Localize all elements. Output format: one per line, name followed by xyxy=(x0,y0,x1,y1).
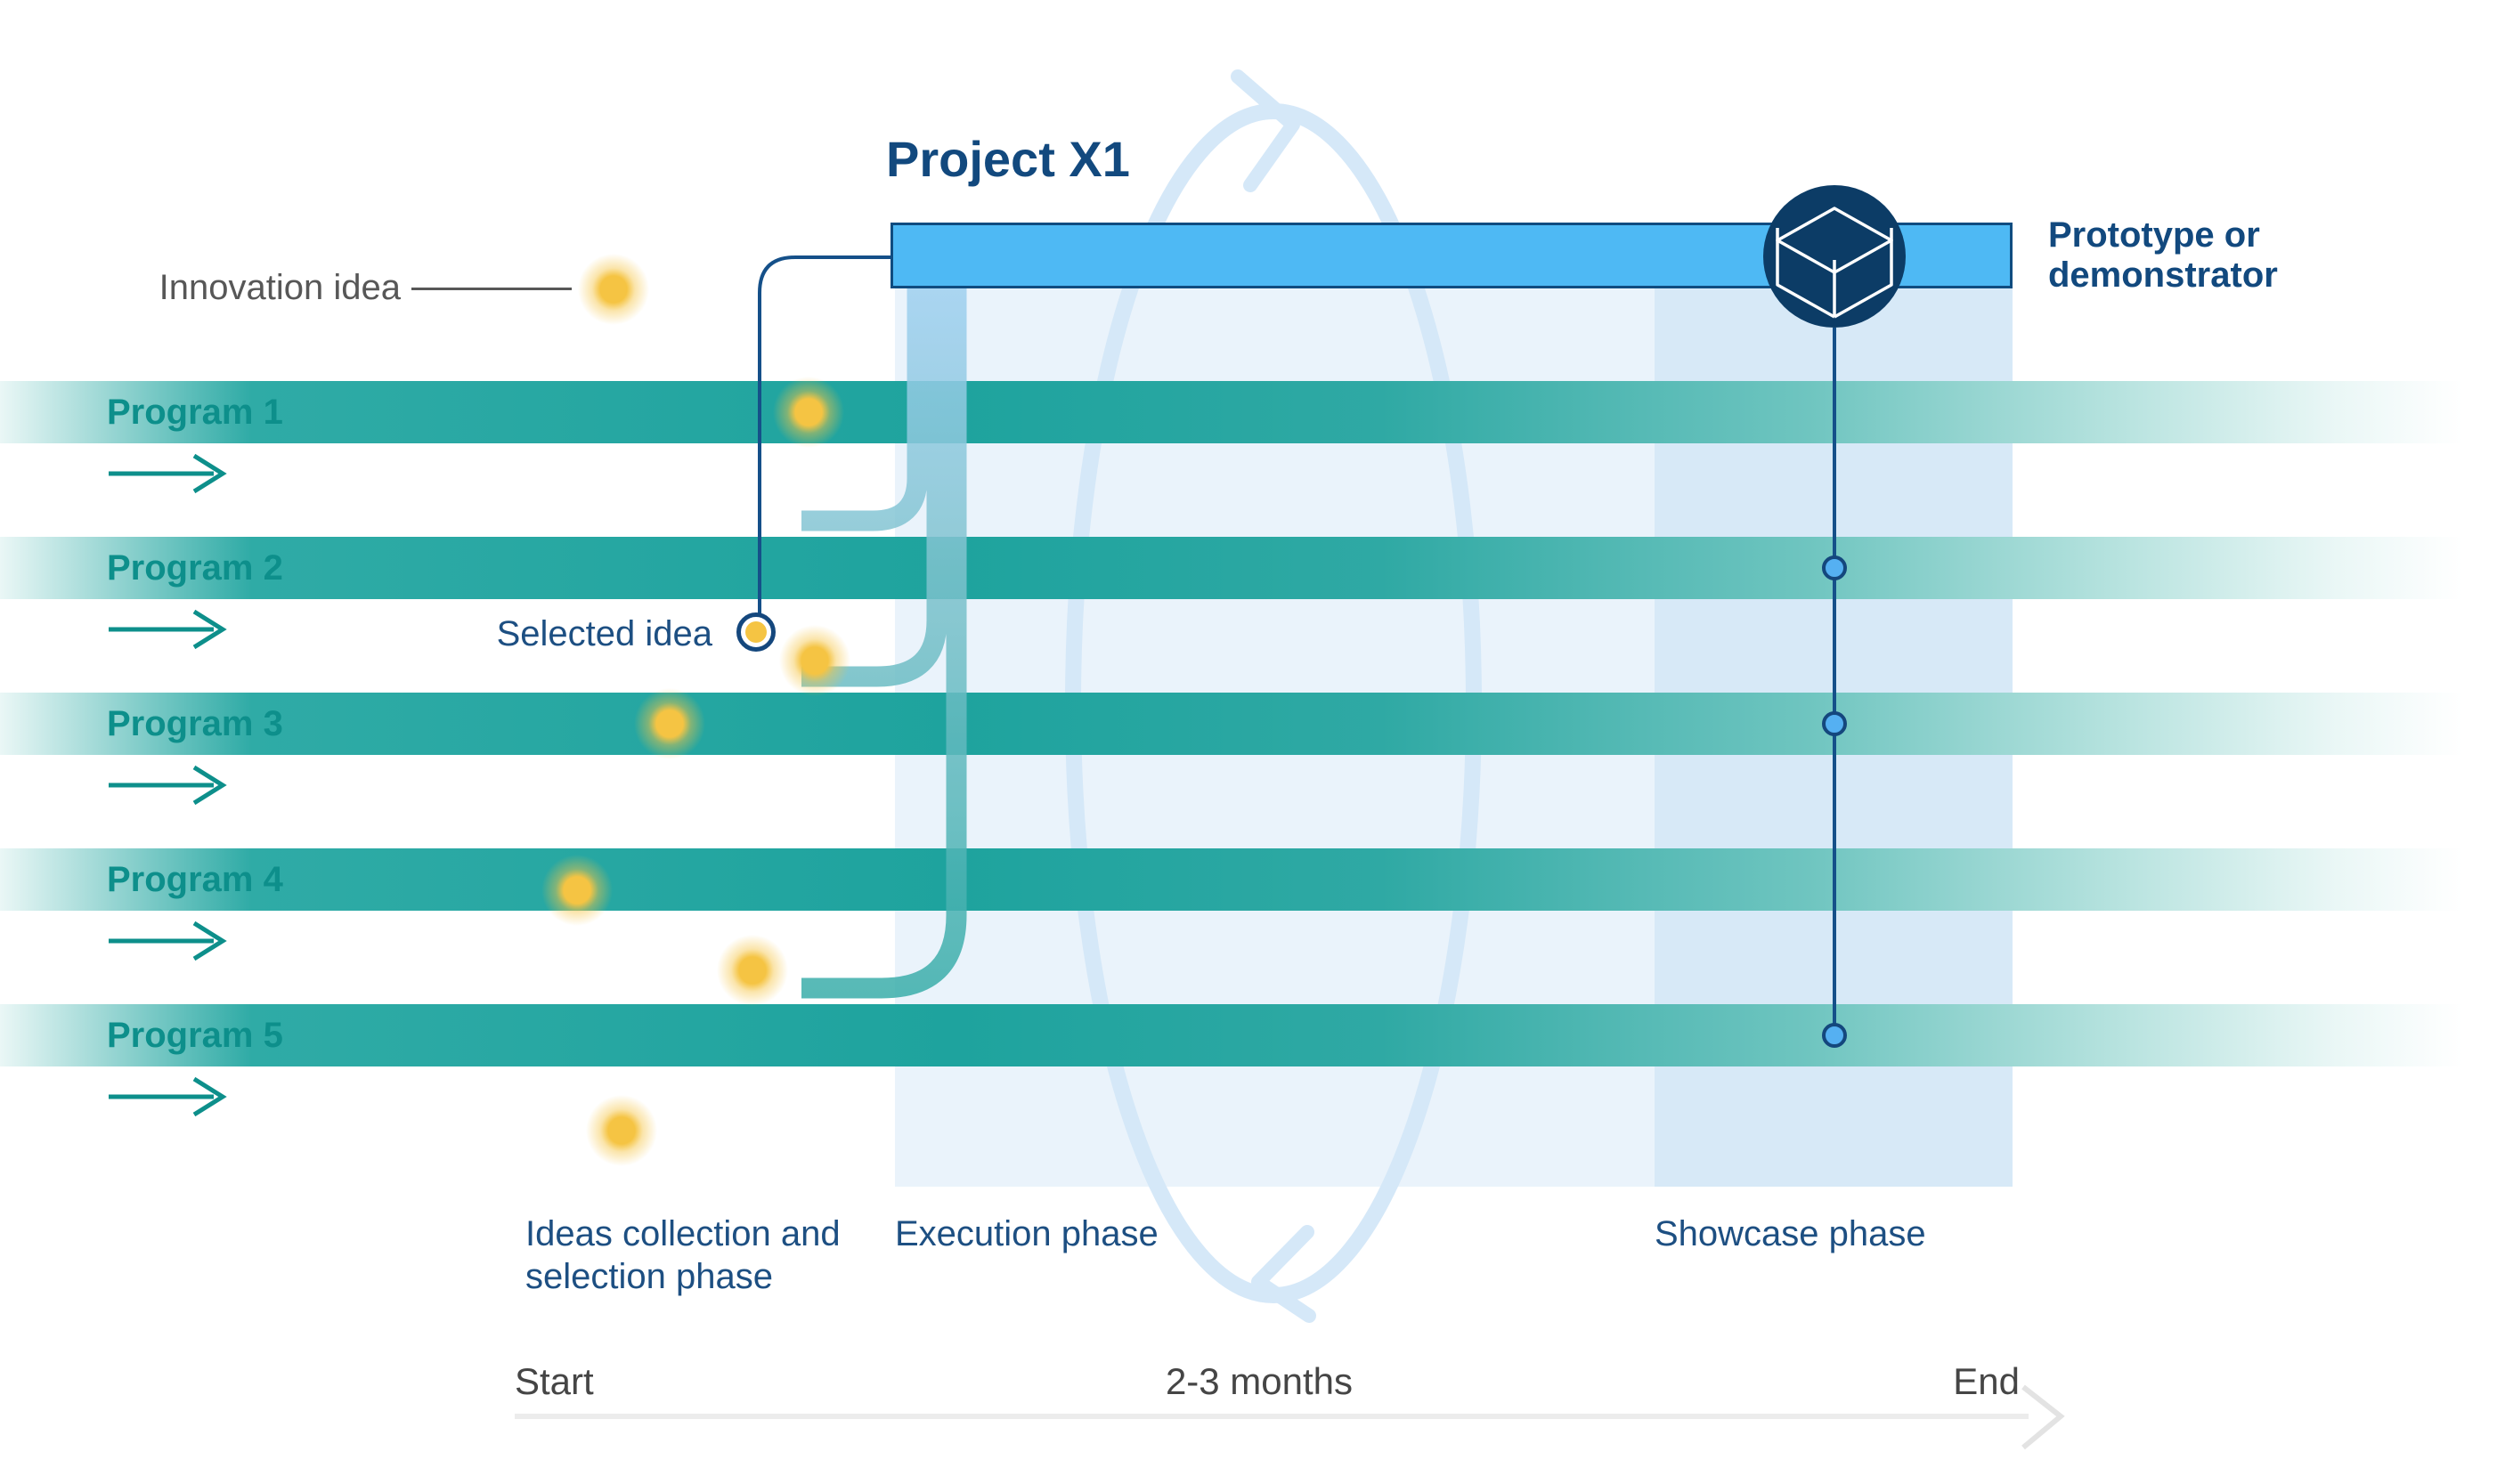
timeline-duration-label: 2-3 months xyxy=(1165,1360,1354,1402)
innovation-idea-label: Innovation idea xyxy=(159,268,401,307)
ideas-phase-label: Ideas collection and selection phase xyxy=(525,1214,841,1296)
program-5-bar xyxy=(0,1004,2513,1066)
idea-dot-innovation xyxy=(576,252,651,327)
program-2-arrow-icon xyxy=(109,609,227,650)
execution-phase-label: Execution phase xyxy=(895,1214,1159,1253)
milestone-dot-program2 xyxy=(1822,555,1847,580)
timeline-end-label: End xyxy=(1953,1360,2020,1402)
program-4-label: Program 4 xyxy=(107,860,283,899)
program-2-label: Program 2 xyxy=(107,548,283,588)
program-4-bar xyxy=(0,848,2513,911)
timeline-start-label: Start xyxy=(515,1360,594,1402)
program-1-bar xyxy=(0,381,2513,443)
prototype-label: Prototype or demonstrator xyxy=(2048,215,2278,295)
innovation-idea-leader-line xyxy=(411,288,572,290)
page-title: Project X1 xyxy=(886,131,1130,187)
milestone-dot-program5 xyxy=(1822,1023,1847,1048)
prototype-node xyxy=(1763,185,1906,328)
program-2-bar xyxy=(0,537,2513,599)
idea-dot xyxy=(540,853,614,928)
program-1-label: Program 1 xyxy=(107,393,283,432)
idea-dot xyxy=(715,933,790,1008)
idea-dot xyxy=(632,686,707,761)
program-1-arrow-icon xyxy=(109,453,227,494)
program-3-bar xyxy=(0,693,2513,755)
idea-dot xyxy=(777,623,852,698)
program-4-arrow-icon xyxy=(109,920,227,961)
program-5-arrow-icon xyxy=(109,1076,227,1117)
showcase-phase-label: Showcase phase xyxy=(1655,1214,1926,1253)
selected-idea-dot xyxy=(745,621,767,643)
selected-idea-label: Selected idea xyxy=(496,614,712,653)
program-5-label: Program 5 xyxy=(107,1016,283,1055)
milestone-dot-program3 xyxy=(1822,711,1847,736)
program-3-arrow-icon xyxy=(109,765,227,806)
idea-dot xyxy=(584,1093,659,1168)
idea-dot xyxy=(771,375,846,450)
timeline-axis xyxy=(515,1414,2029,1419)
selected-idea-marker xyxy=(736,612,776,652)
cube-icon xyxy=(1776,207,1893,319)
program-3-label: Program 3 xyxy=(107,704,283,743)
